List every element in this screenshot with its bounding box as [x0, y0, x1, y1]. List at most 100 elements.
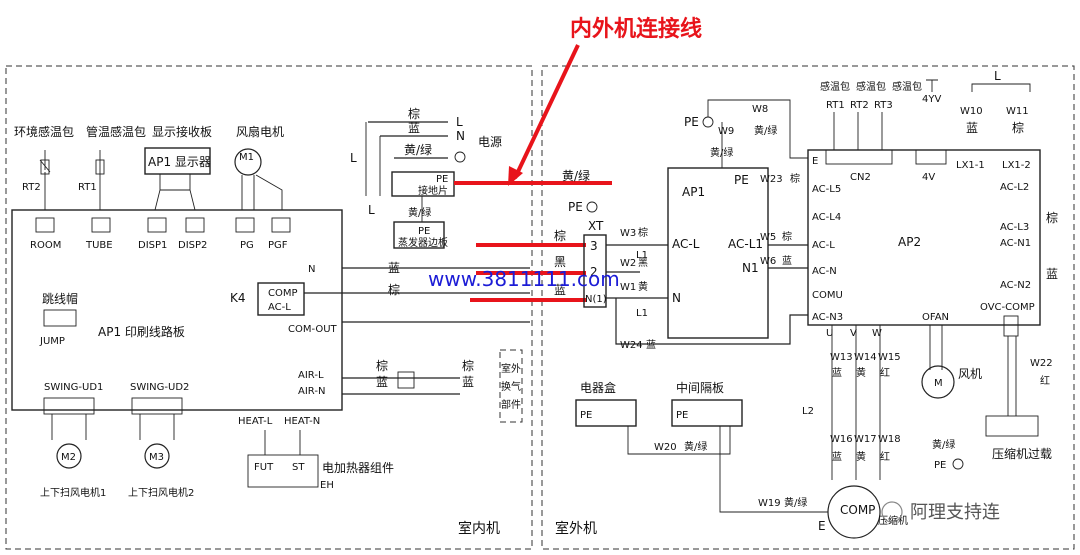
link-pe: PE — [568, 200, 583, 214]
w19-color: 黄/绿 — [784, 496, 807, 509]
oa-line2: 换气 — [501, 380, 521, 393]
m1-label: M1 — [239, 152, 254, 163]
xt-3: 3 — [590, 239, 598, 253]
w15-label: W15 — [878, 352, 901, 363]
air-n-blue: 蓝 — [376, 375, 388, 389]
xt-brown: 棕 — [554, 228, 566, 243]
conn-pg: PG — [240, 240, 254, 251]
ap1-n: N — [672, 291, 681, 305]
m3-label: M3 — [149, 452, 164, 463]
swing-motor1-label: 上下扫风电机1 — [40, 486, 106, 499]
rt1-out: RT1 — [826, 100, 845, 111]
w20-label: W20 — [654, 442, 677, 453]
comp-text: COMP — [840, 503, 875, 517]
ap1-n1: N1 — [742, 261, 759, 275]
w23-label: W23 — [760, 174, 783, 185]
ap2-side-blue: 蓝 — [1046, 267, 1058, 281]
air-l-label: AIR-L — [298, 370, 324, 381]
w14-label: W14 — [854, 352, 877, 363]
k4-label: K4 — [230, 291, 246, 305]
ap2-acl2: AC-L2 — [1000, 182, 1029, 193]
evap-board-box — [393, 221, 445, 249]
l1-upper: L1 — [636, 250, 648, 261]
power-lines — [368, 121, 448, 159]
ground-plate-pe: PE — [436, 174, 448, 185]
swing-motor-m3 — [144, 443, 170, 469]
w22-label: W22 — [1030, 358, 1053, 369]
xt-2: 2 — [590, 265, 598, 279]
heat-l-label: HEAT-L — [238, 416, 273, 427]
rt2-label: RT2 — [22, 182, 41, 193]
w24-label: W24 — [620, 340, 643, 351]
comp-e: E — [818, 519, 826, 533]
ap2-acn: AC-N — [812, 266, 837, 277]
ambient-sensor-label: 环境感温包 — [14, 124, 74, 139]
uvw-wires — [831, 325, 881, 480]
w6-color: 蓝 — [782, 255, 792, 267]
ap2-acl3: AC-L3 — [1000, 222, 1029, 233]
w20-color: 黄/绿 — [684, 440, 707, 453]
cn2-label: CN2 — [850, 172, 871, 183]
w5-label: W5 — [760, 232, 776, 243]
ap1-acl: AC-L — [672, 237, 700, 251]
oa-brown: 棕 — [462, 358, 474, 373]
display-label: AP1 显示器 — [148, 155, 211, 169]
heater-box — [247, 454, 319, 488]
w15-color: 红 — [880, 366, 890, 379]
xt-terminal — [583, 234, 607, 308]
w10-color: 蓝 — [966, 121, 978, 135]
ap2-v: V — [850, 328, 857, 339]
ap2-w: W — [872, 328, 882, 339]
eh-label: EH — [320, 480, 334, 491]
display-wires — [154, 174, 196, 211]
fan-m: M — [934, 378, 943, 389]
indoor-region — [5, 65, 533, 550]
watermark-url: www.3811111.com — [428, 267, 620, 291]
tube-sensor-label: 管温感温包 — [86, 124, 146, 139]
outdoor-ap1-label: AP1 — [682, 185, 705, 199]
w20-wire — [627, 426, 731, 455]
evap-board-label: 蒸发器边板 — [398, 236, 448, 249]
w9-label: W9 — [718, 126, 734, 137]
comp-protector-box — [985, 415, 1039, 437]
power-label: 电源 — [478, 135, 502, 149]
w18-color: 红 — [880, 450, 890, 463]
w11-label: W11 — [1006, 106, 1029, 117]
filter-wires — [365, 122, 381, 196]
rt3-out: RT3 — [874, 100, 893, 111]
outdoor-region — [541, 65, 1075, 550]
conn-disp2: DISP2 — [178, 240, 207, 251]
ap2-comu: COMU — [812, 290, 843, 301]
outdoor-region-label: 室外机 — [555, 520, 597, 537]
swing-ud2-label: SWING-UD2 — [130, 382, 189, 393]
power-ground-icon — [454, 151, 466, 163]
ap2-ovc-comp: OVC-COMP — [980, 302, 1035, 313]
indoor-region-label: 室内机 — [458, 520, 500, 537]
w18-label: W18 — [878, 434, 901, 445]
ap2-side-brown: 棕 — [1046, 210, 1058, 225]
ground-plate-label: 接地片 — [418, 184, 448, 197]
outside-air-box — [499, 349, 523, 423]
w6-label: W6 — [760, 256, 776, 267]
w1-color: 黄 — [638, 280, 648, 293]
oa-blue: 蓝 — [462, 375, 474, 389]
conn-room: ROOM — [30, 240, 61, 251]
rt1-label: RT1 — [78, 182, 97, 193]
sensor-wires — [833, 112, 883, 150]
w9-color: 黄/绿 — [710, 146, 733, 159]
w5-color: 棕 — [782, 230, 792, 243]
valve-icon — [926, 79, 938, 92]
w13-color: 蓝 — [832, 367, 842, 379]
swing-motor-m2 — [56, 443, 82, 469]
air-filter-symbol — [397, 371, 415, 389]
ap2-acn3: AC-N3 — [812, 312, 843, 323]
xt-n: N(1) — [585, 294, 607, 305]
oa-line3: 部件 — [501, 398, 521, 411]
ap2-u: U — [826, 328, 833, 339]
ap2-e: E — [812, 156, 818, 167]
out-pe: PE — [684, 115, 699, 129]
mid-board-label: 中间隔板 — [676, 380, 724, 395]
display-board-label: 显示接收板 — [152, 124, 212, 139]
ap2-acn2: AC-N2 — [1000, 280, 1031, 291]
